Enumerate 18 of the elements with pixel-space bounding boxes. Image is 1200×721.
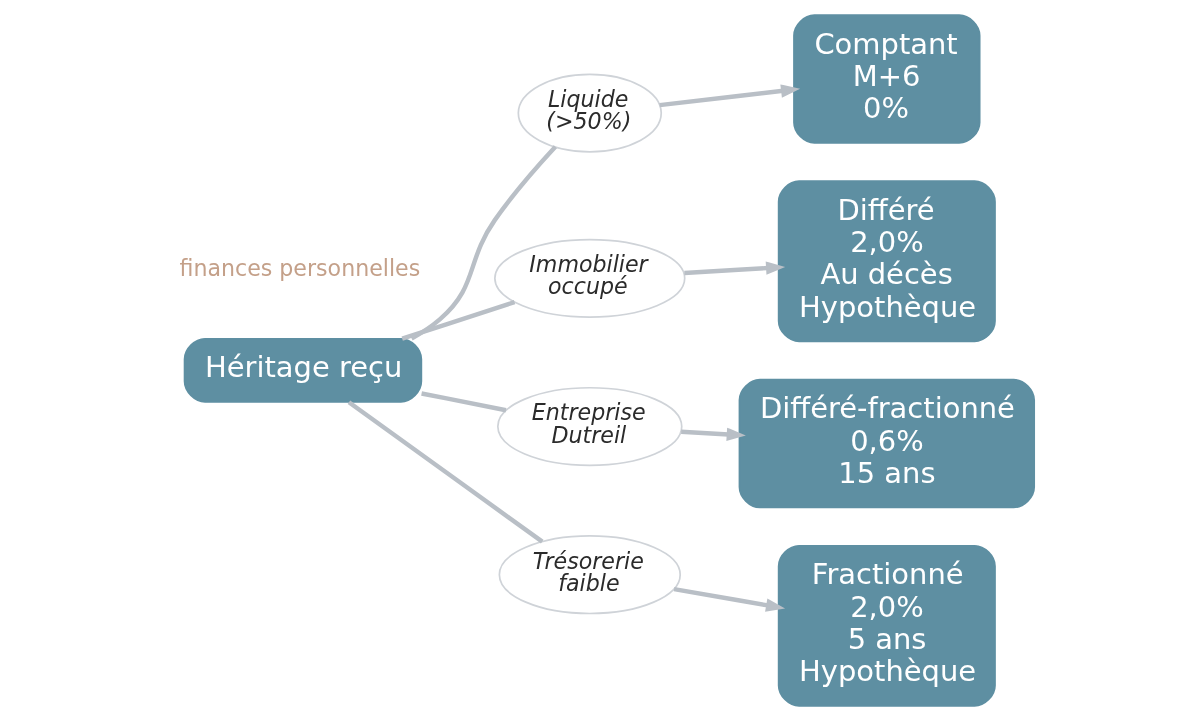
node-ellipse: Entreprise Dutreil: [496, 386, 683, 467]
node-box: Différé 2,0% Au décès Hypothèque: [777, 180, 996, 343]
connector: [410, 145, 557, 341]
connector: [347, 400, 544, 544]
node-box: Comptant M+6 0%: [793, 14, 981, 144]
node-ellipse: Trésorerie faible: [498, 535, 682, 615]
node-box: Fractionné 2,0% 5 ans Hypothèque: [777, 544, 996, 707]
arrow: [673, 586, 786, 612]
connector: [421, 391, 507, 413]
arrow: [684, 261, 786, 276]
connector: [401, 300, 516, 341]
node-ellipse: Immobilier occupé: [494, 238, 686, 318]
label: finances personnelles: [179, 254, 421, 281]
node-box: Différé-fractionné 0,6% 15 ans: [738, 378, 1036, 509]
node-box: Héritage reçu: [183, 337, 423, 403]
arrow: [659, 84, 801, 108]
arrow: [681, 427, 746, 442]
node-ellipse: Liquide (>50%): [517, 73, 663, 153]
